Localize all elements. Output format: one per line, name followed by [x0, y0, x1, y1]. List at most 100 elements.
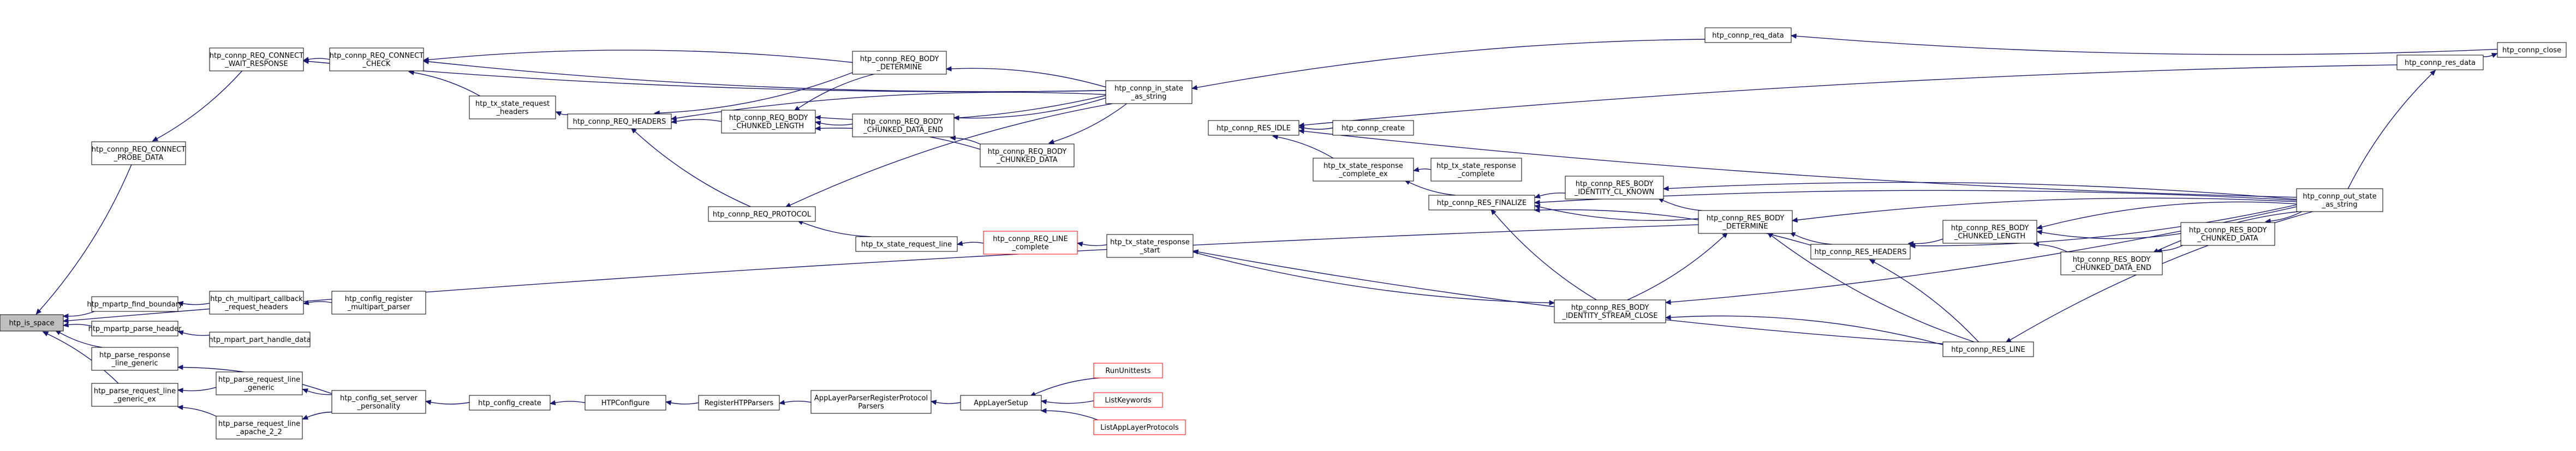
node-box[interactable]	[2396, 55, 2484, 70]
node-htp-connp-res-finalize[interactable]: htp_connp_RES_FINALIZE	[1428, 195, 1535, 211]
node-htp-connp-req-connect-wait-response[interactable]: htp_connp_REQ_CONNECT_WAIT_RESPONSE	[209, 47, 304, 71]
node-htp-tx-state-response-start[interactable]: htp_tx_state_response_start	[1106, 234, 1194, 258]
node-htp-parse-request-line-generic[interactable]: htp_parse_request_line_generic	[216, 371, 303, 395]
node-htp-connp-req-body-determine[interactable]: htp_connp_REQ_BODY_DETERMINE	[852, 51, 947, 75]
node-htpconfigure[interactable]: HTPConfigure	[585, 395, 666, 411]
node-box[interactable]	[698, 395, 780, 411]
node-htp-connp-req-body-chunked-data[interactable]: htp_connp_REQ_BODY_CHUNKED_DATA	[980, 143, 1075, 167]
node-box[interactable]	[1428, 195, 1535, 211]
node-htp-connp-req-line-complete[interactable]: htp_connp_REQ_LINE_complete	[983, 231, 1078, 255]
node-htp-tx-state-request-line[interactable]: htp_tx_state_request_line	[855, 236, 958, 252]
node-box[interactable]	[852, 51, 947, 75]
node-box[interactable]	[721, 110, 816, 134]
node-htp-connp-req-connect-probe-data[interactable]: htp_connp_REQ_CONNECT_PROBE_DATA	[91, 141, 186, 165]
node-box[interactable]	[1704, 27, 1792, 43]
node-htp-connp-in-state-as-string[interactable]: htp_connp_in_state_as_string	[1105, 80, 1192, 104]
node-htp-connp-res-body-identity-stream-close[interactable]: htp_connp_RES_BODY_IDENTITY_STREAM_CLOSE	[1554, 299, 1666, 323]
node-box[interactable]	[1810, 244, 1911, 260]
node-htp-config-set-server-personality[interactable]: htp_config_set_server_personality	[331, 390, 426, 414]
node-box[interactable]	[1106, 234, 1194, 258]
node-htp-connp-res-body-identity-cl-known[interactable]: htp_connp_RES_BODY_IDENTITY_CL_KNOWN	[1565, 176, 1664, 200]
node-htp-connp-res-body-determine[interactable]: htp_connp_RES_BODY_DETERMINE	[1698, 210, 1793, 234]
node-htp-connp-out-state-as-string[interactable]: htp_connp_out_state_as_string	[2296, 188, 2383, 212]
node-box[interactable]	[1565, 176, 1664, 200]
node-rununittests[interactable]: RunUnittests	[1093, 363, 1163, 378]
node-htp-connp-req-data[interactable]: htp_connp_req_data	[1704, 27, 1792, 43]
node-htp-ch-multipart-callback-request-headers[interactable]: htp_ch_multipart_callback_request_header…	[209, 291, 304, 315]
node-htp-parse-request-line-apache-2-2[interactable]: htp_parse_request_line_apache_2_2	[216, 416, 303, 440]
node-box[interactable]	[2180, 222, 2275, 246]
node-registerhtpparsers[interactable]: RegisterHTPParsers	[698, 395, 780, 411]
node-htp-tx-state-response-complete-ex[interactable]: htp_tx_state_response_complete_ex	[1313, 158, 1414, 182]
node-htp-connp-create[interactable]: htp_connp_create	[1332, 120, 1414, 136]
node-box[interactable]	[1554, 299, 1666, 323]
node-htp-connp-res-idle[interactable]: htp_connp_RES_IDLE	[1208, 120, 1299, 136]
node-box[interactable]	[1208, 120, 1299, 136]
node-htp-mpartp-find-boundary[interactable]: htp_mpartp_find_boundary	[87, 296, 183, 312]
node-box[interactable]	[1093, 419, 1186, 435]
node-box[interactable]	[1332, 120, 1414, 136]
node-htp-connp-req-connect-check[interactable]: htp_connp_REQ_CONNECT_CHECK	[329, 47, 424, 71]
node-htp-connp-res-body-chunked-data-end[interactable]: htp_connp_RES_BODY_CHUNKED_DATA_END	[2060, 251, 2163, 275]
node-box[interactable]	[855, 236, 958, 252]
node-box[interactable]	[708, 206, 816, 222]
node-box[interactable]	[1430, 158, 1522, 182]
node-box[interactable]	[2497, 42, 2567, 58]
node-box[interactable]	[980, 143, 1075, 167]
node-box[interactable]	[216, 371, 303, 395]
node-box[interactable]	[2296, 188, 2383, 212]
node-box[interactable]	[209, 332, 311, 347]
node-box[interactable]	[852, 113, 955, 137]
node-box[interactable]	[983, 231, 1078, 255]
node-box[interactable]	[209, 47, 304, 71]
node-htp-parse-request-line-generic-ex[interactable]: htp_parse_request_line_generic_ex	[91, 383, 178, 407]
node-box[interactable]	[469, 95, 556, 119]
node-htp-connp-res-data[interactable]: htp_connp_res_data	[2396, 55, 2484, 70]
node-box[interactable]	[1942, 220, 2037, 244]
node-applayersetup[interactable]: AppLayerSetup	[960, 395, 1042, 411]
node-box[interactable]	[91, 383, 178, 407]
node-htp-mpartp-parse-header[interactable]: htp_mpartp_parse_header	[88, 321, 182, 336]
node-listkeywords[interactable]: ListKeywords	[1093, 392, 1163, 408]
node-box[interactable]	[810, 390, 932, 414]
node-box[interactable]	[91, 347, 178, 371]
node-box[interactable]	[1093, 363, 1163, 378]
node-htp-connp-req-body-chunked-length[interactable]: htp_connp_REQ_BODY_CHUNKED_LENGTH	[721, 110, 816, 134]
node-htp-connp-req-protocol[interactable]: htp_connp_REQ_PROTOCOL	[708, 206, 816, 222]
node-box[interactable]	[91, 141, 186, 165]
node-htp-config-create[interactable]: htp_config_create	[469, 395, 551, 411]
node-box[interactable]	[1105, 80, 1192, 104]
node-box[interactable]	[1698, 210, 1793, 234]
node-box[interactable]	[329, 47, 424, 71]
node-box[interactable]	[469, 395, 551, 411]
node-htp-config-register-multipart-parser[interactable]: htp_config_register_multipart_parser	[331, 291, 426, 315]
node-htp-connp-res-line[interactable]: htp_connp_RES_LINE	[1942, 341, 2034, 357]
node-htp-connp-req-body-chunked-data-end[interactable]: htp_connp_REQ_BODY_CHUNKED_DATA_END	[852, 113, 955, 137]
node-box[interactable]	[960, 395, 1042, 411]
node-htp-is-space[interactable]: htp_is_space	[0, 314, 64, 332]
node-box[interactable]	[567, 113, 672, 129]
node-box[interactable]	[91, 321, 178, 336]
node-htp-connp-res-body-chunked-data[interactable]: htp_connp_RES_BODY_CHUNKED_DATA	[2180, 222, 2275, 246]
node-listapplayerprotocols[interactable]: ListAppLayerProtocols	[1093, 419, 1186, 435]
node-htp-connp-res-headers[interactable]: htp_connp_RES_HEADERS	[1810, 244, 1911, 260]
node-htp-tx-state-request-headers[interactable]: htp_tx_state_request_headers	[469, 95, 556, 119]
node-box[interactable]	[1313, 158, 1414, 182]
node-box[interactable]	[216, 416, 303, 440]
node-box[interactable]	[331, 390, 426, 414]
node-box[interactable]	[585, 395, 666, 411]
node-box[interactable]	[1942, 341, 2034, 357]
node-box[interactable]	[209, 291, 304, 315]
node-box[interactable]	[331, 291, 426, 315]
node-htp-tx-state-response-complete[interactable]: htp_tx_state_response_complete	[1430, 158, 1522, 182]
node-htp-connp-close[interactable]: htp_connp_close	[2497, 42, 2567, 58]
node-box[interactable]	[1093, 392, 1163, 408]
node-box[interactable]	[0, 314, 64, 332]
node-htp-connp-res-body-chunked-length[interactable]: htp_connp_RES_BODY_CHUNKED_LENGTH	[1942, 220, 2037, 244]
node-box[interactable]	[91, 296, 178, 312]
node-htp-parse-response-line-generic[interactable]: htp_parse_response_line_generic	[91, 347, 178, 371]
node-box[interactable]	[2060, 251, 2163, 275]
node-htp-connp-req-headers[interactable]: htp_connp_REQ_HEADERS	[567, 113, 672, 129]
node-htp-mpart-part-handle-data[interactable]: htp_mpart_part_handle_data	[208, 332, 311, 347]
